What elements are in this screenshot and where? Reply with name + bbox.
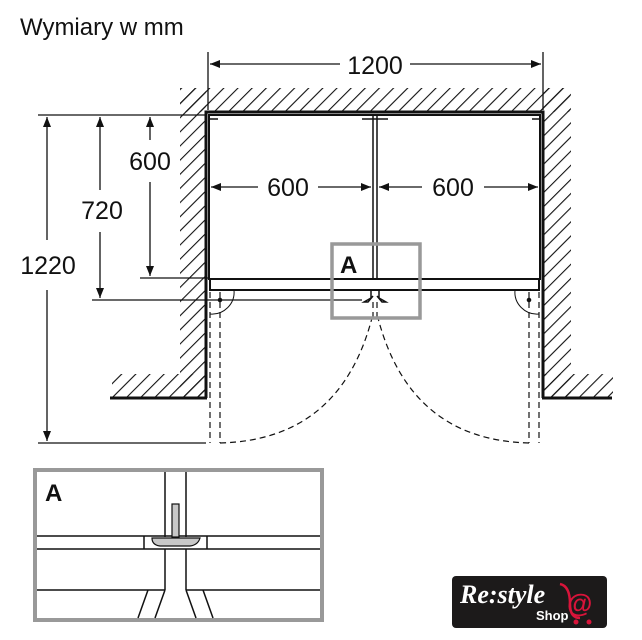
- dimension-lines: [38, 52, 544, 444]
- detail-marker-box: [330, 242, 422, 320]
- dim-depth-door-open: 1220: [20, 252, 76, 280]
- diagram-title: Wymiary w mm: [20, 14, 184, 41]
- dim-left-width: 600: [267, 174, 309, 202]
- wall-hatching: [110, 88, 613, 400]
- dim-right-width: 600: [432, 174, 474, 202]
- dim-depth-with-door: 720: [81, 197, 123, 225]
- dim-depth-body: 600: [129, 148, 171, 176]
- door-swing: [209, 292, 540, 444]
- logo-sub: Shop: [536, 608, 569, 623]
- fridge-outline: [208, 114, 541, 315]
- logo-brand: Re:style: [460, 580, 546, 609]
- dim-total-width: 1200: [347, 52, 403, 80]
- cart-icon: @: [559, 582, 592, 625]
- detail-inset-label: A: [45, 480, 62, 507]
- shop-logo: @ Re:style Shop: [452, 576, 607, 628]
- detail-marker-label: A: [340, 252, 357, 279]
- handle-detail: [171, 503, 180, 538]
- svg-text:@: @: [567, 588, 592, 618]
- detail-inset: A: [33, 468, 324, 622]
